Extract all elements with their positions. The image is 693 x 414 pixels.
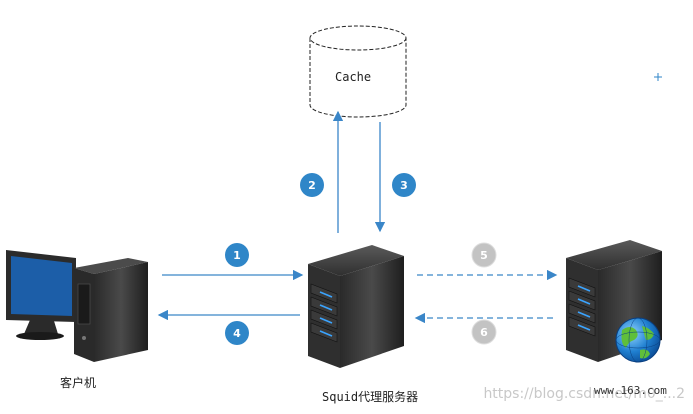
watermark: https://blog.csdn.net/m0_...2 bbox=[483, 386, 685, 402]
step-4-label: 4 bbox=[233, 327, 241, 340]
step-2-label: 2 bbox=[308, 179, 316, 192]
step-badge-5: 5 bbox=[471, 242, 497, 268]
step-1-label: 1 bbox=[233, 249, 241, 262]
proxy-server-icon bbox=[308, 245, 404, 368]
cache-label: Cache bbox=[335, 70, 372, 84]
step-badge-2: 2 bbox=[300, 173, 324, 197]
plus-mark-icon bbox=[654, 73, 662, 81]
client-computer-icon bbox=[6, 250, 148, 362]
server-url-label: www.163.com bbox=[594, 384, 667, 397]
proxy-label: Squid代理服务器 bbox=[322, 390, 419, 404]
globe-icon bbox=[615, 317, 661, 363]
step-badge-3: 3 bbox=[392, 173, 416, 197]
step-3-label: 3 bbox=[400, 179, 408, 192]
step-badge-6: 6 bbox=[471, 319, 497, 345]
cache-database bbox=[309, 25, 407, 118]
step-6-label: 6 bbox=[480, 326, 488, 339]
client-label: 客户机 bbox=[60, 376, 97, 390]
step-badge-4: 4 bbox=[225, 321, 249, 345]
step-badge-1: 1 bbox=[225, 243, 249, 267]
step-5-label: 5 bbox=[480, 249, 488, 262]
